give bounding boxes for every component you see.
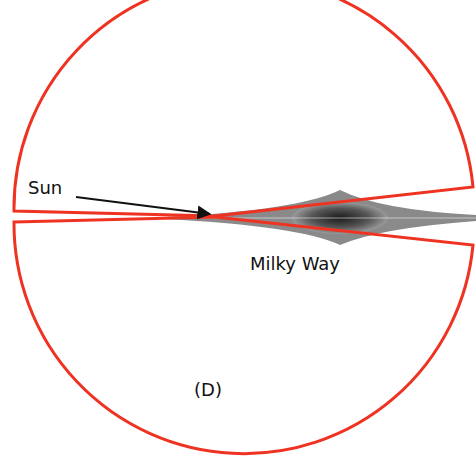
object-label: Sun [28,178,62,198]
survey-region-upper [14,0,473,216]
panel-label: (D) [194,380,222,400]
leader-arrow [76,197,210,214]
survey-region-lower [14,217,473,454]
object-label: Milky Way [250,254,340,274]
